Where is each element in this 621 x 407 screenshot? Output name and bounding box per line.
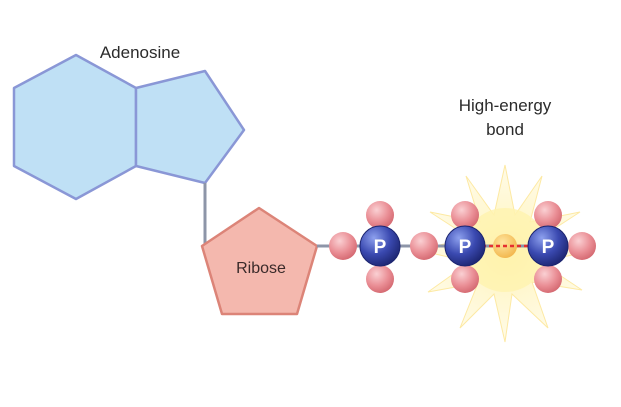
phosphate-letter: P <box>542 237 555 258</box>
phosphate-3: P <box>527 225 569 267</box>
bond-label-line1: High-energy <box>459 96 552 115</box>
bond-label-line2: bond <box>486 120 524 139</box>
phosphate-1: P <box>359 225 401 267</box>
oxygen-atom <box>451 265 479 293</box>
phosphate-letter: P <box>374 237 387 258</box>
oxygen-atom <box>410 232 438 260</box>
phosphate-atom <box>444 225 486 267</box>
phosphate-atom <box>359 225 401 267</box>
adenosine-hexagon <box>12 53 138 201</box>
ribose-group: Ribose <box>200 206 319 316</box>
oxygen-atom <box>451 201 479 229</box>
phosphate-2: P <box>444 225 486 267</box>
oxygen-atom <box>366 201 394 229</box>
oxygen-atom <box>568 232 596 260</box>
oxygen-atom <box>329 232 357 260</box>
phosphate-atom <box>527 225 569 267</box>
high-energy-bond-label: High-energy bond <box>459 96 552 139</box>
ribose-label: Ribose <box>236 260 286 277</box>
phosphate-letter: P <box>459 237 472 258</box>
adenosine-pentagon <box>134 69 246 185</box>
oxygen-atom <box>534 201 562 229</box>
ribose-pentagon <box>200 206 319 316</box>
adenosine-label: Adenosine <box>100 43 180 62</box>
oxygen-atoms <box>329 201 596 293</box>
oxygen-atom <box>366 265 394 293</box>
oxygen-atom <box>534 265 562 293</box>
adenosine-group: Adenosine <box>12 43 246 201</box>
